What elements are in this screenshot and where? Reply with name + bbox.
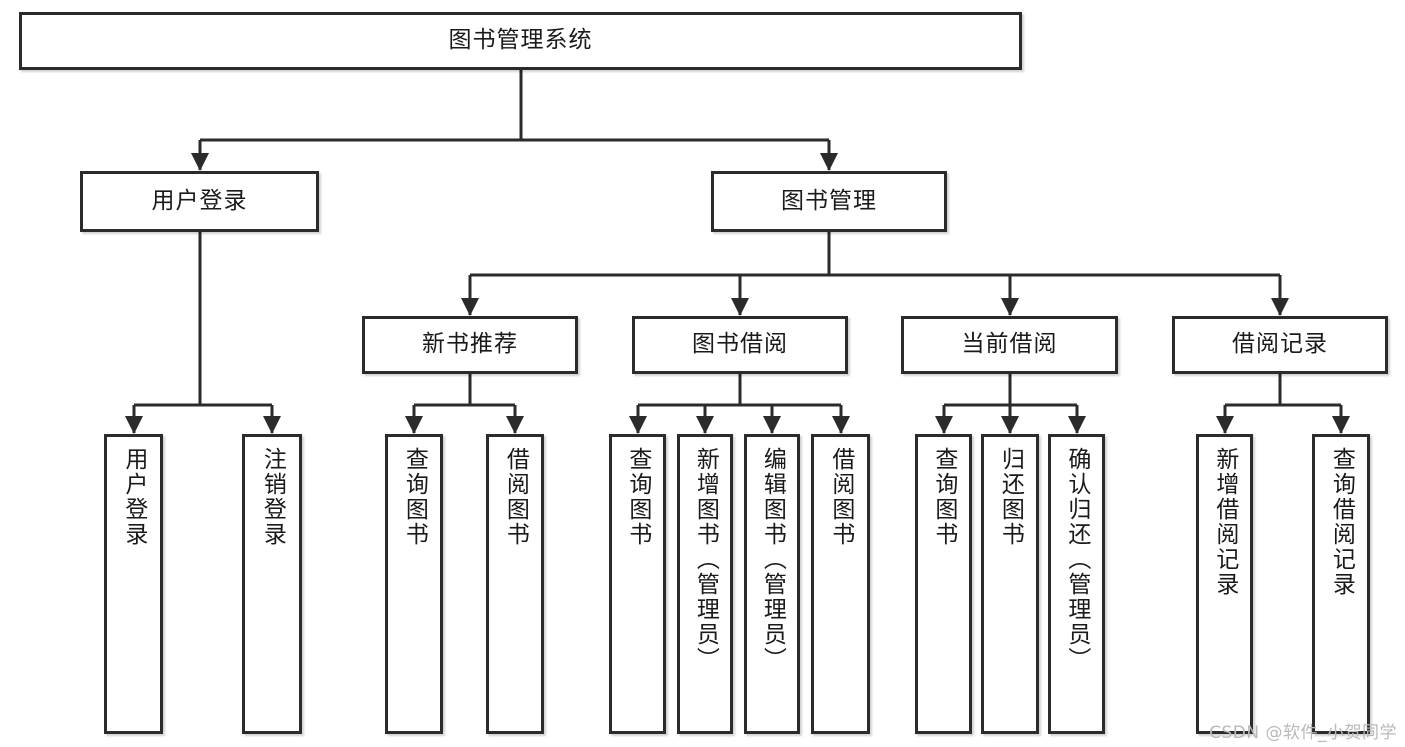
node-label: 图书借阅: [692, 331, 788, 358]
node-label: 注销登录: [259, 447, 286, 547]
node-label: 归还图书: [997, 447, 1024, 547]
node-label: 用户登录: [120, 447, 147, 547]
node-leaf-bb-query[interactable]: 查询图书: [609, 434, 666, 734]
node-leaf-user-logout[interactable]: 注销登录: [242, 434, 302, 734]
node-leaf-cb-query[interactable]: 查询图书: [915, 434, 972, 734]
node-user-login[interactable]: 用户登录: [80, 171, 319, 232]
node-leaf-bb-borrow[interactable]: 借阅图书: [811, 434, 870, 734]
node-label: 借阅图书: [502, 447, 529, 547]
node-label: 新增图书（管理员）: [692, 447, 719, 672]
node-label: 新书推荐: [422, 331, 518, 358]
node-root[interactable]: 图书管理系统: [19, 12, 1022, 70]
node-leaf-nbr-borrow[interactable]: 借阅图书: [486, 434, 544, 734]
node-current-borrow[interactable]: 当前借阅: [901, 316, 1118, 374]
node-leaf-user-login[interactable]: 用户登录: [104, 434, 163, 734]
watermark-text: CSDN @软件_小贺同学: [1209, 723, 1397, 743]
node-leaf-br-query[interactable]: 查询借阅记录: [1312, 434, 1370, 734]
node-leaf-bb-add[interactable]: 新增图书（管理员）: [677, 434, 733, 734]
node-label: 查询图书: [401, 447, 428, 547]
node-label: 借阅记录: [1232, 331, 1328, 358]
node-label: 用户登录: [151, 187, 248, 214]
node-label: 图书管理: [781, 187, 877, 214]
node-label: 编辑图书（管理员）: [759, 447, 786, 672]
node-label: 借阅图书: [827, 447, 854, 547]
node-label: 当前借阅: [961, 331, 1058, 358]
node-leaf-bb-edit[interactable]: 编辑图书（管理员）: [744, 434, 800, 734]
node-label: 新增借阅记录: [1211, 447, 1238, 597]
node-new-book-rec[interactable]: 新书推荐: [362, 316, 578, 374]
node-label: 查询图书: [930, 447, 957, 547]
node-leaf-br-add[interactable]: 新增借阅记录: [1196, 434, 1253, 734]
node-book-manage[interactable]: 图书管理: [711, 171, 947, 232]
node-label: 查询借阅记录: [1328, 447, 1355, 597]
node-leaf-cb-confirm[interactable]: 确认归还（管理员）: [1048, 434, 1105, 734]
node-borrow-record[interactable]: 借阅记录: [1172, 316, 1388, 374]
node-label: 图书管理系统: [448, 27, 593, 54]
node-label: 查询图书: [624, 447, 651, 547]
node-leaf-cb-return[interactable]: 归还图书: [981, 434, 1039, 734]
node-label: 确认归还（管理员）: [1063, 447, 1090, 672]
node-leaf-nbr-query[interactable]: 查询图书: [385, 434, 443, 734]
node-book-borrow[interactable]: 图书借阅: [632, 316, 848, 374]
